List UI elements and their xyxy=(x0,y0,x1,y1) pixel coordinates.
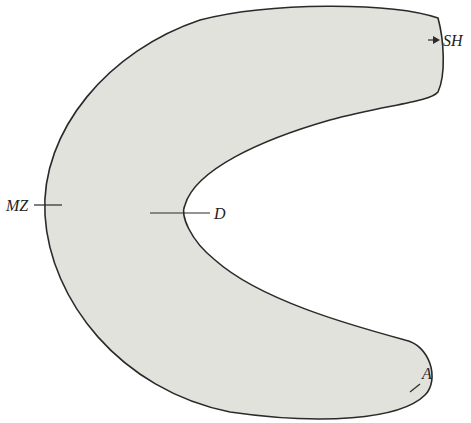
leader-line xyxy=(150,212,210,213)
leader-line xyxy=(410,384,420,392)
c-shaped-body xyxy=(45,6,444,419)
part-label: D xyxy=(214,206,226,222)
part-label: SH xyxy=(443,33,463,49)
part-label: MZ xyxy=(6,198,28,214)
part-label: A xyxy=(422,366,432,382)
leader-line xyxy=(34,204,62,205)
arrow-head xyxy=(433,36,440,44)
